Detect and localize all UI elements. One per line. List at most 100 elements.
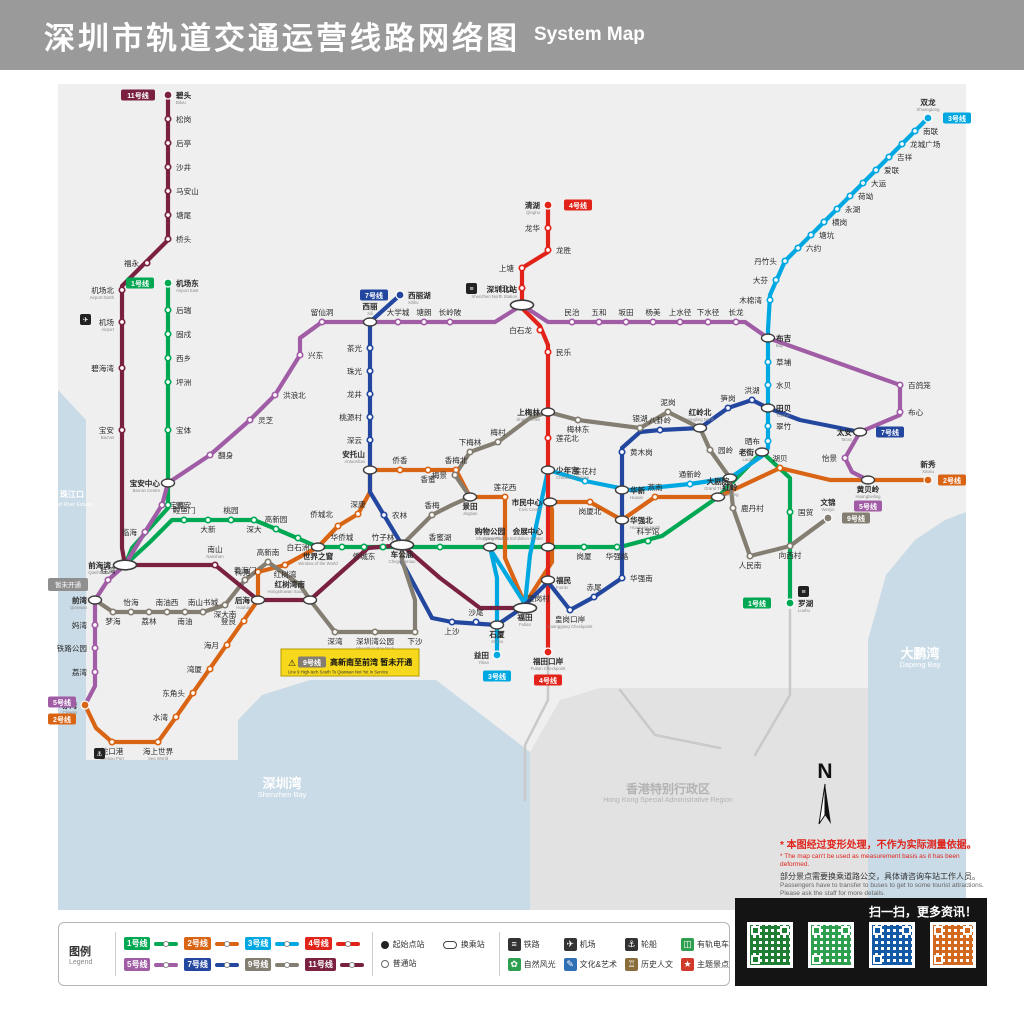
- region-label: 香港特别行政区: [625, 781, 710, 796]
- station-label: 香梅北: [445, 455, 468, 465]
- station-marker: [518, 264, 526, 272]
- station-label: 怡海: [123, 597, 139, 607]
- legend-icon-label: 历史人文: [641, 959, 673, 969]
- warning-icon: ⚠: [288, 658, 296, 668]
- station-label: 黄贝岭: [857, 484, 880, 494]
- line-number-badge: [48, 713, 76, 725]
- station-marker-transfer: [362, 465, 378, 475]
- legend-line-sample: [214, 961, 239, 968]
- station-marker: [145, 608, 153, 616]
- legend-icon-label: 有轨电车: [697, 939, 729, 949]
- station-marker: [318, 318, 326, 326]
- station-label: 五和: [591, 308, 606, 317]
- station-label: 前海湾: [88, 560, 111, 570]
- station-marker: [898, 140, 906, 148]
- station-label: 上沙: [444, 627, 460, 636]
- legend-line-sample: [154, 940, 179, 947]
- station-marker: [772, 276, 780, 284]
- station-label: 碧海湾: [91, 363, 114, 373]
- station-marker: [189, 689, 197, 697]
- station-marker-transfer: [852, 427, 868, 437]
- station-label-en: Houhai: [236, 605, 250, 610]
- station-label: 向西村: [779, 550, 802, 560]
- station-marker: [331, 628, 339, 636]
- station-label: 大新: [200, 524, 216, 534]
- station-marker-terminal: [492, 650, 502, 660]
- compass-needle-icon: [818, 783, 831, 825]
- station-label: 购物公园: [475, 526, 506, 536]
- legend-title-zh: 图例: [69, 945, 91, 958]
- station-marker-transfer: [310, 542, 326, 552]
- station-marker-transfer: [482, 542, 498, 552]
- station-marker: [158, 501, 166, 509]
- station-label: 荔湾: [72, 667, 88, 677]
- hk-rail-line: [618, 688, 722, 750]
- station-label: 珠光: [347, 366, 363, 376]
- station-marker: [109, 608, 117, 616]
- station-marker: [448, 618, 456, 626]
- station-label-en: Qianwan: [70, 605, 88, 610]
- station-label-en: Grand Theater: [704, 486, 732, 491]
- station-marker: [536, 326, 544, 334]
- station-marker: [636, 424, 644, 432]
- station-label-en: Huaqiang North: [630, 525, 661, 530]
- station-label: 清湖: [525, 200, 541, 210]
- station-marker-transfer: [540, 542, 556, 552]
- station-label: 香蜜: [420, 474, 436, 484]
- station-marker: [786, 542, 794, 550]
- station-label: 华侨城: [331, 532, 354, 542]
- line-number-badge-label: 5号线: [859, 502, 877, 511]
- station-label-en: Airport North: [90, 295, 115, 300]
- station-label: 木棉湾: [739, 295, 762, 305]
- station-label: 上梅林: [517, 407, 540, 417]
- 轮船-icon: ⚓: [625, 937, 638, 951]
- station-marker-terminal: [543, 647, 553, 657]
- legend-line-sample: [214, 940, 239, 947]
- station-marker-terminal: [80, 700, 90, 710]
- station-label: 石厦: [488, 629, 505, 639]
- station-marker: [776, 464, 784, 472]
- station-label: 水贝: [776, 380, 791, 390]
- station-marker: [501, 493, 509, 501]
- legend-icon-label: 文化&艺术: [579, 959, 617, 969]
- region-label: 珠江口: [60, 489, 84, 499]
- station-marker: [164, 426, 172, 434]
- station-label: 桃园: [223, 505, 238, 515]
- not-open-badge: [48, 578, 88, 591]
- station-label: 湖贝: [772, 454, 787, 463]
- station-label: 侨城北: [310, 509, 333, 519]
- station-label: 前湾: [72, 595, 88, 605]
- station-label: 后亭: [176, 138, 192, 148]
- station-marker: [164, 306, 172, 314]
- station-label: 灵芝: [258, 415, 274, 425]
- station-label: 福永: [124, 258, 140, 268]
- station-label: 深圳湾公园: [356, 636, 394, 646]
- station-label: 深圳北站: [487, 284, 518, 294]
- station-marker-terminal: [163, 90, 173, 100]
- legend-station-dot: [163, 961, 170, 968]
- station-marker: [164, 354, 172, 362]
- station-label: 松岗: [176, 114, 191, 124]
- station-marker-transfer: [302, 595, 318, 605]
- legend-divider: [371, 932, 373, 976]
- legend-station-dot: [348, 961, 355, 968]
- note-warning-en: * The map can't be used as measurement b…: [780, 852, 960, 868]
- station-marker: [686, 480, 694, 488]
- station-marker: [428, 511, 436, 519]
- station-label: 莲花北: [556, 433, 579, 443]
- station-marker: [371, 628, 379, 636]
- station-marker: [394, 318, 402, 326]
- station-marker: [896, 381, 904, 389]
- legend-symbol-1: 换乘站: [442, 939, 491, 950]
- railway-icon: [798, 586, 809, 597]
- title-bar: 深圳市轨道交通运营线路网络图 System Map: [0, 0, 1024, 70]
- station-label-en: Bitou: [176, 100, 186, 105]
- station-label: 莲花村: [574, 466, 597, 476]
- line-number-badge-label: 3号线: [488, 672, 506, 681]
- line-number-badge-label: 9号线: [303, 658, 321, 667]
- station-marker: [651, 493, 659, 501]
- station-marker-transfer: [860, 475, 876, 485]
- station-marker: [590, 593, 598, 601]
- station-label: 宝体: [176, 425, 192, 435]
